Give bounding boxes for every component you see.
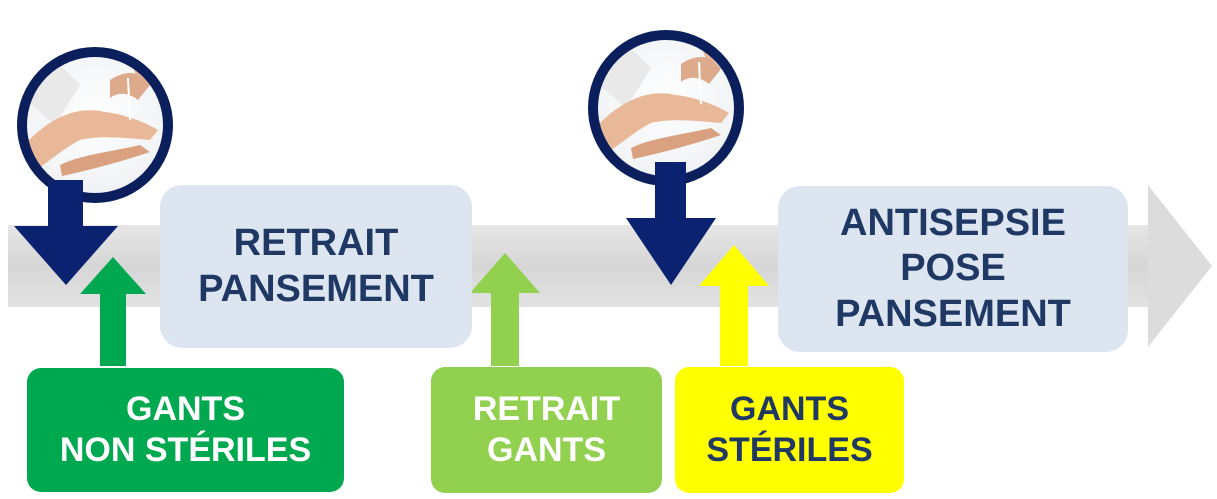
tag-line: STÉRILES [706,431,873,469]
tag-line: GANTS [126,390,245,429]
tag-gants-non-steriles: GANTS NON STÉRILES [27,368,344,492]
tag-retrait-gants: RETRAIT GANTS [431,367,662,493]
tag-line: GANTS [730,390,849,429]
step-line: PANSEMENT [198,267,434,310]
hand-hygiene-arrow-down [626,162,716,285]
hand-rub-icon [17,47,173,203]
step-antisepsie-pose-pansement: ANTISEPSIE POSE PANSEMENT [778,186,1128,352]
tag-line: GANTS [487,431,606,469]
tag-line: NON STÉRILES [59,431,312,469]
glove-arrow-up-yellow [699,245,769,366]
step-line: ANTISEPSIE [840,201,1066,244]
step-line: PANSEMENT [835,292,1071,335]
tag-gants-steriles: GANTS STÉRILES [675,367,904,493]
hand-hygiene-arrow-down [14,180,118,285]
glove-arrow-up-lightgreen [470,253,540,366]
step-line: POSE [900,247,1006,290]
step-line: RETRAIT [233,221,399,264]
hygiene-ring [17,47,173,203]
glove-arrow-up-green [80,257,146,366]
timeline-arrow-head [1148,185,1212,347]
step-retrait-pansement: RETRAIT PANSEMENT [160,185,472,348]
tag-line: RETRAIT [472,390,621,429]
